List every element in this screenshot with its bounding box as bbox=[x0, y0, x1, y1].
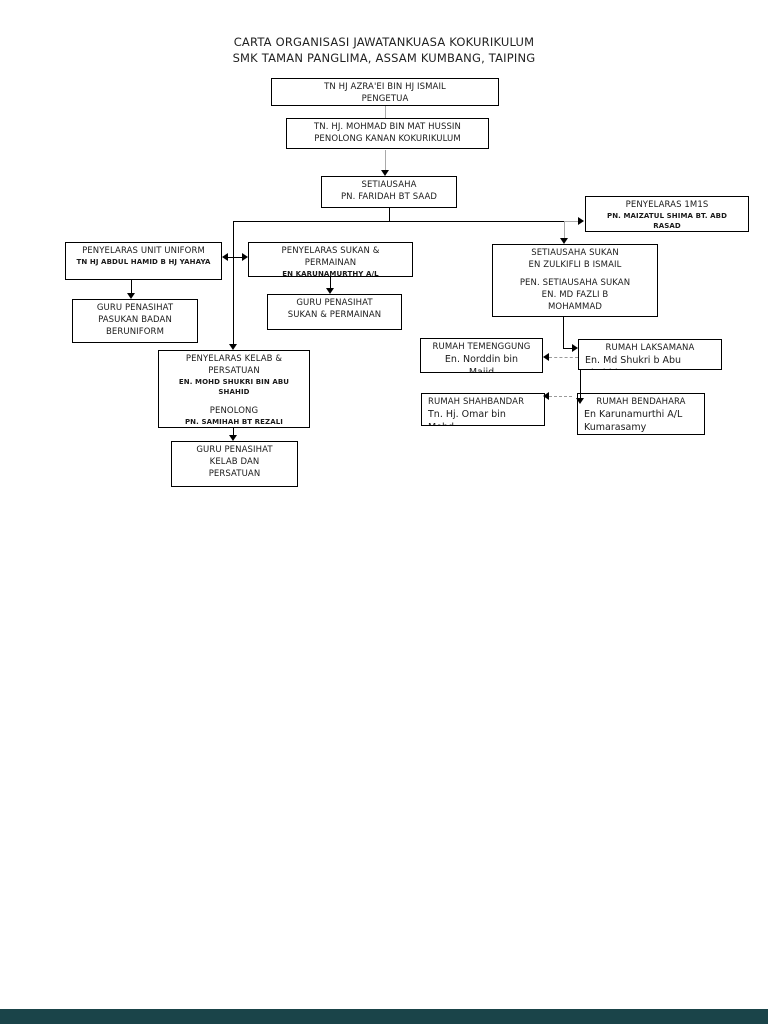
connector-bendahara-shahbandar-dashed bbox=[549, 396, 572, 397]
connector-kelab-guru bbox=[233, 428, 234, 435]
node-line: PENYELARAS UNIT UNIFORM bbox=[82, 246, 205, 256]
org-node-rumah-bendahara: RUMAH BENDAHARA En Karunamurthi A/L Kuma… bbox=[577, 393, 705, 435]
node-line: RUMAH LAKSAMANA bbox=[605, 343, 695, 353]
arrow-down-icon bbox=[381, 170, 389, 176]
node-line: SETIAUSAHA SUKAN bbox=[531, 248, 619, 258]
node-line: TN HJ ABDUL HAMID B HJ YAHAYA bbox=[76, 258, 211, 266]
connector-main-horizontal bbox=[233, 221, 564, 222]
connector-sukan-rumah-drop bbox=[563, 317, 564, 348]
org-node-rumah-laksamana: RUMAH LAKSAMANA En. Md Shukri b Abu Shah… bbox=[578, 339, 722, 370]
org-node-penolong-kanan: TN. HJ. MOHMAD BIN MAT HUSSIN PENOLONG K… bbox=[286, 118, 489, 149]
arrow-left-icon bbox=[543, 353, 549, 361]
node-line: PENYELARAS SUKAN & bbox=[281, 246, 380, 256]
node-line: SUKAN & PERMAINAN bbox=[287, 310, 382, 320]
arrow-down-icon bbox=[326, 288, 334, 294]
connector-to-kelab bbox=[233, 221, 234, 344]
node-line: EN. MD FAZLI B bbox=[541, 290, 609, 300]
arrow-right-icon bbox=[578, 217, 584, 225]
node-line: TN HJ AZRA'EI BIN HJ ISMAIL bbox=[324, 82, 446, 92]
node-line: PERMAINAN bbox=[304, 258, 357, 268]
node-line: BERUNIFORM bbox=[105, 327, 164, 337]
org-node-pengetua: TN HJ AZRA'EI BIN HJ ISMAIL PENGETUA bbox=[271, 78, 499, 106]
node-line: RUMAH TEMENGGUNG bbox=[432, 342, 531, 352]
chart-title-line1: CARTA ORGANISASI JAWATANKUASA KOKURIKULU… bbox=[233, 35, 535, 49]
connector-sukan-guru bbox=[330, 277, 331, 288]
node-line: PENGETUA bbox=[361, 94, 409, 104]
connector-setiausaha-drop bbox=[389, 208, 390, 221]
connector-pengetua-penolong bbox=[385, 106, 386, 118]
node-line: En. Norddin bin bbox=[444, 354, 519, 365]
node-line: EN. MOHD SHUKRI BIN ABU bbox=[178, 378, 290, 386]
org-node-penyelaras-sukan: PENYELARAS SUKAN & PERMAINAN EN KARUNAMU… bbox=[248, 242, 413, 277]
arrow-down-icon bbox=[229, 344, 237, 350]
node-line: En. Md Shukri b Abu bbox=[585, 355, 682, 366]
node-spacer bbox=[159, 397, 309, 405]
node-line: SETIAUSAHA bbox=[361, 180, 417, 190]
org-node-penyelaras-1m1s: PENYELARAS 1M1S PN. MAIZATUL SHIMA BT. A… bbox=[585, 196, 749, 232]
node-line: RUMAH SHAHBANDAR bbox=[428, 397, 525, 407]
connector-uniform-guru bbox=[131, 280, 132, 293]
arrow-down-icon bbox=[127, 293, 135, 299]
node-line: Kumarasamy bbox=[584, 422, 647, 433]
arrow-left-icon bbox=[222, 253, 228, 261]
node-line: EN ZULKIFLI B ISMAIL bbox=[528, 260, 622, 270]
org-node-penyelaras-unit-uniform: PENYELARAS UNIT UNIFORM TN HJ ABDUL HAMI… bbox=[65, 242, 222, 280]
node-line: PEN. SETIAUSAHA SUKAN bbox=[519, 278, 631, 288]
node-line: GURU PENASIHAT bbox=[296, 298, 373, 308]
node-line: PERSATUAN bbox=[208, 469, 261, 479]
node-line: GURU PENASIHAT bbox=[96, 303, 174, 313]
node-line: En Karunamurthi A/L bbox=[584, 409, 683, 420]
node-line: PERSATUAN bbox=[208, 366, 260, 376]
node-line: GURU PENASIHAT bbox=[196, 445, 273, 455]
node-line: PENYELARAS KELAB & bbox=[185, 354, 283, 364]
arrow-down-icon bbox=[560, 238, 568, 244]
node-line: TN. HJ. MOHMAD BIN MAT HUSSIN bbox=[313, 122, 462, 132]
org-node-guru-penasihat-pasukan: GURU PENASIHAT PASUKAN BADAN BERUNIFORM bbox=[72, 299, 198, 343]
node-line-clipped: EN KARUNAMURTHY A/L bbox=[282, 270, 379, 277]
node-line: PENYELARAS 1M1S bbox=[625, 200, 709, 210]
chart-title-line2: SMK TAMAN PANGLIMA, ASSAM KUMBANG, TAIPI… bbox=[232, 51, 536, 65]
connector-laksamana-temenggung-dashed bbox=[549, 357, 578, 358]
node-line: PENOLONG KANAN KOKURIKULUM bbox=[314, 134, 461, 144]
connector-to-setiausaha-sukan bbox=[564, 221, 565, 238]
arrow-left-icon bbox=[543, 392, 549, 400]
node-line: PN. SAMIHAH BT REZALI bbox=[184, 418, 284, 426]
org-node-setiausaha-sukan: SETIAUSAHA SUKAN EN ZULKIFLI B ISMAIL PE… bbox=[492, 244, 658, 317]
node-line: SHAHID bbox=[218, 388, 250, 396]
org-node-penyelaras-kelab: PENYELARAS KELAB & PERSATUAN EN. MOHD SH… bbox=[158, 350, 310, 428]
connector-to-1m1s bbox=[564, 221, 578, 222]
org-node-guru-penasihat-sukan: GURU PENASIHAT SUKAN & PERMAINAN bbox=[267, 294, 402, 330]
node-line: Tn. Hj. Omar bin bbox=[428, 409, 506, 420]
arrow-down-icon bbox=[576, 398, 584, 404]
arrow-right-icon bbox=[242, 253, 248, 261]
org-node-guru-penasihat-kelab: GURU PENASIHAT KELAB DAN PERSATUAN bbox=[171, 441, 298, 487]
connector-rumah-branch bbox=[563, 348, 572, 349]
node-line: PASUKAN BADAN bbox=[98, 315, 172, 325]
org-node-rumah-shahbandar: RUMAH SHAHBANDAR Tn. Hj. Omar bin Mohd bbox=[421, 393, 545, 426]
org-node-setiausaha: SETIAUSAHA PN. FARIDAH BT SAAD bbox=[321, 176, 457, 208]
org-node-rumah-temenggung: RUMAH TEMENGGUNG En. Norddin bin Majid bbox=[420, 338, 543, 373]
node-line: MOHAMMAD bbox=[547, 302, 603, 312]
node-line: RUMAH BENDAHARA bbox=[596, 397, 686, 407]
connector-laksamana-bendahara bbox=[580, 370, 581, 398]
node-line-clipped: Shahid bbox=[579, 367, 721, 369]
node-line: PN. MAIZATUL SHIMA BT. ABD RASAD bbox=[606, 212, 727, 230]
arrow-right-icon bbox=[572, 344, 578, 352]
node-line: PENOLONG bbox=[209, 406, 259, 416]
connector-uniform-sukan bbox=[226, 257, 244, 258]
arrow-down-icon bbox=[229, 435, 237, 441]
connector-penolong-setiausaha bbox=[385, 150, 386, 170]
node-line-clipped: Majid bbox=[468, 367, 495, 373]
node-line: KELAB DAN bbox=[209, 457, 260, 467]
node-line: PN. FARIDAH BT SAAD bbox=[340, 192, 438, 202]
viewer-footer-bar bbox=[0, 1009, 768, 1024]
node-line-clipped: Mohd bbox=[422, 421, 544, 425]
